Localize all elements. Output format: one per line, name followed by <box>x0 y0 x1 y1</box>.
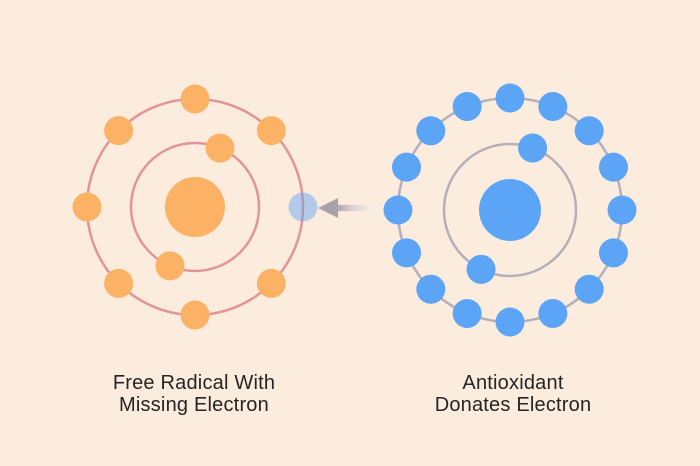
antioxidant-atom-outer-electron <box>574 274 604 304</box>
antioxidant-atom-outer-electron <box>538 298 568 328</box>
free-radical-atom-outer-electron <box>72 192 102 222</box>
free-radical-label-line1: Free Radical With <box>112 372 276 394</box>
free-radical-atom-outer-electron <box>104 116 134 146</box>
antioxidant-atom-outer-electron <box>598 152 628 182</box>
free-radical-label: Free Radical With Missing Electron <box>113 372 275 416</box>
antioxidant-atom-outer-electron <box>495 307 525 337</box>
free-radical-label-line2: Missing Electron <box>119 394 269 416</box>
free-radical-atom-outer-electron <box>180 84 210 114</box>
antioxidant-atom-outer-electron <box>416 274 446 304</box>
electron-transfer-arrow-shaft <box>336 204 383 212</box>
antioxidant-label-line2: Donates Electron <box>434 394 592 416</box>
free-radical-atom-nucleus <box>165 177 225 237</box>
free-radical-atom-outer-electron <box>256 116 286 146</box>
free-radical-atom-inner-orbit-ring <box>129 141 261 273</box>
antioxidant-atom-outer-electron <box>538 92 568 122</box>
free-radical-atom-inner-electron <box>205 133 235 163</box>
antioxidant-atom-outer-electron <box>416 116 446 146</box>
antioxidant-atom-outer-electron <box>383 195 413 225</box>
antioxidant-atom-outer-electron <box>392 238 422 268</box>
antioxidant-atom-inner-orbit-ring <box>442 142 578 278</box>
free-radical-atom-incoming-electron <box>288 192 318 222</box>
antioxidant-atom-outer-electron <box>452 298 482 328</box>
antioxidant-atom-nucleus <box>479 179 541 241</box>
antioxidant-atom-inner-electron <box>518 133 548 163</box>
free-radical-atom-outer-electron <box>180 300 210 330</box>
free-radical-atom-outer-electron <box>256 268 286 298</box>
antioxidant-label-line1: Antioxidant <box>462 372 564 394</box>
electron-transfer-arrow-head <box>318 198 338 218</box>
antioxidant-atom-outer-electron <box>607 195 637 225</box>
antioxidant-atom-outer-electron <box>598 238 628 268</box>
free-radical-atom-inner-electron <box>155 251 185 281</box>
free-radical-atom-outer-electron <box>104 268 134 298</box>
antioxidant-atom-inner-electron <box>466 254 496 284</box>
antioxidant-atom-outer-electron <box>452 92 482 122</box>
antioxidant-atom-outer-electron <box>574 116 604 146</box>
antioxidant-atom-outer-electron <box>495 83 525 113</box>
antioxidant-label: Antioxidant Donates Electron <box>435 372 592 416</box>
antioxidant-atom-outer-electron <box>392 152 422 182</box>
